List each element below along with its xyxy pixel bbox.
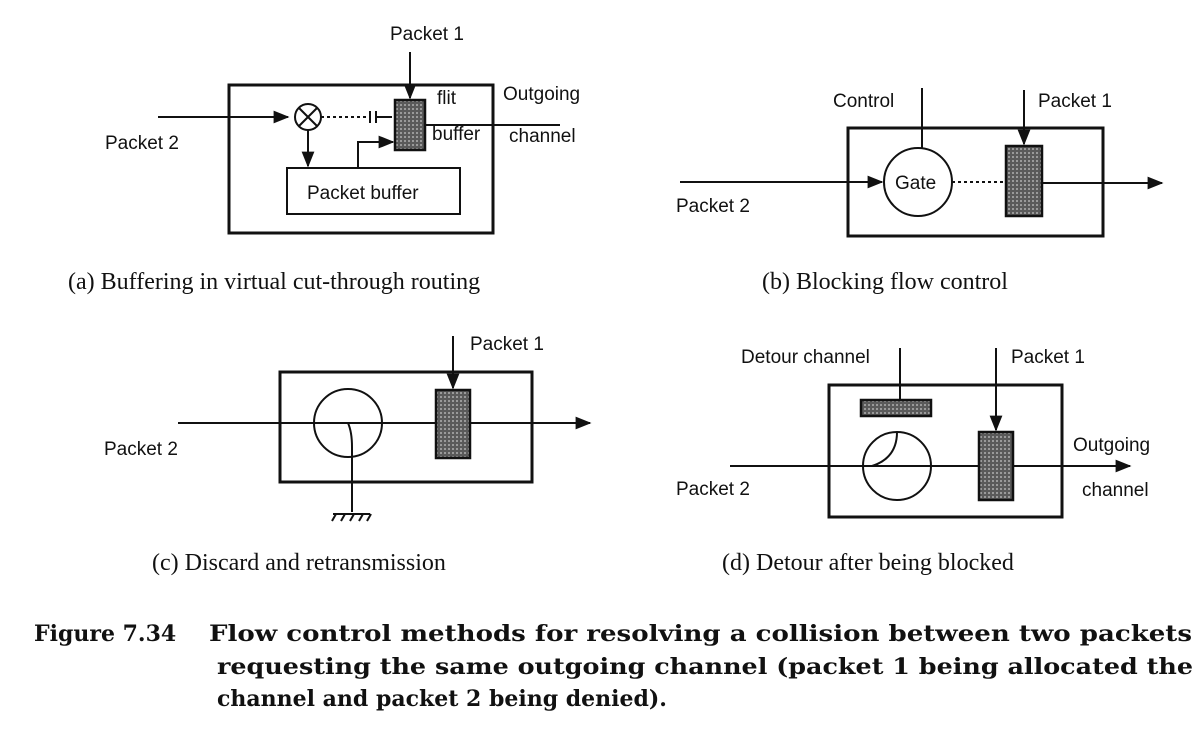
switch-x-icon (294, 103, 322, 131)
detour-channel-label: Detour channel (741, 347, 870, 368)
router-box (278, 370, 534, 484)
packet2-label: Packet 2 (676, 479, 750, 500)
caption-line-2: requesting the same outgoing channel (pa… (217, 654, 1193, 680)
router-box (827, 383, 1064, 519)
packet-buffer-label: Packet buffer (307, 183, 419, 204)
panel-d: Detour channel Packet 1 Outgoing Packet … (676, 347, 1150, 576)
buffer-label: buffer (432, 124, 481, 145)
channel-label: channel (509, 126, 576, 147)
packet1-label: Packet 1 (1011, 347, 1085, 368)
outgoing-label: Outgoing (503, 84, 580, 105)
flit-label: flit (437, 88, 457, 109)
panel-c: Packet 1 Packet 2 (c) Discard and retran… (104, 334, 592, 576)
gate-label: Gate (895, 173, 936, 194)
channel-label: channel (1082, 480, 1149, 501)
flit-buffer (434, 388, 472, 460)
outgoing-label: Outgoing (1073, 435, 1150, 456)
router-box (227, 83, 495, 235)
packet2-label: Packet 2 (104, 439, 178, 460)
figure-caption: Figure 7.34 Flow control methods for res… (34, 621, 1193, 712)
caption-d: (d) Detour after being blocked (722, 550, 1014, 576)
packet-buffer-box (286, 167, 461, 215)
figure-number: Figure 7.34 (34, 621, 176, 647)
flit-buffer (393, 98, 427, 152)
discard-path (347, 422, 353, 512)
flit-buffer (1004, 144, 1044, 218)
control-label: Control (833, 91, 894, 112)
flit-buffer (977, 430, 1015, 502)
packet1-label: Packet 1 (390, 24, 464, 45)
packet1-label: Packet 1 (1038, 91, 1112, 112)
packet-buffer-to-flit-arrow (357, 135, 395, 168)
detour-buffer (859, 398, 933, 418)
caption-b: (b) Blocking flow control (762, 269, 1008, 295)
panel-b: Control Packet 1 Packet 2 Gate (b) Block… (676, 88, 1164, 295)
caption-line-1: Flow control methods for resolving a col… (209, 621, 1192, 647)
packet1-label: Packet 1 (470, 334, 544, 355)
ground-icon (331, 513, 372, 522)
caption-line-3: channel and packet 2 being denied). (217, 686, 667, 712)
detour-path (871, 431, 898, 467)
caption-c: (c) Discard and retransmission (152, 550, 446, 576)
packet2-label: Packet 2 (676, 196, 750, 217)
panel-a: Packet 1 Packet 2 flit buffer Outgoing c… (68, 24, 580, 295)
packet2-label: Packet 2 (105, 133, 179, 154)
caption-a: (a) Buffering in virtual cut-through rou… (68, 269, 480, 295)
